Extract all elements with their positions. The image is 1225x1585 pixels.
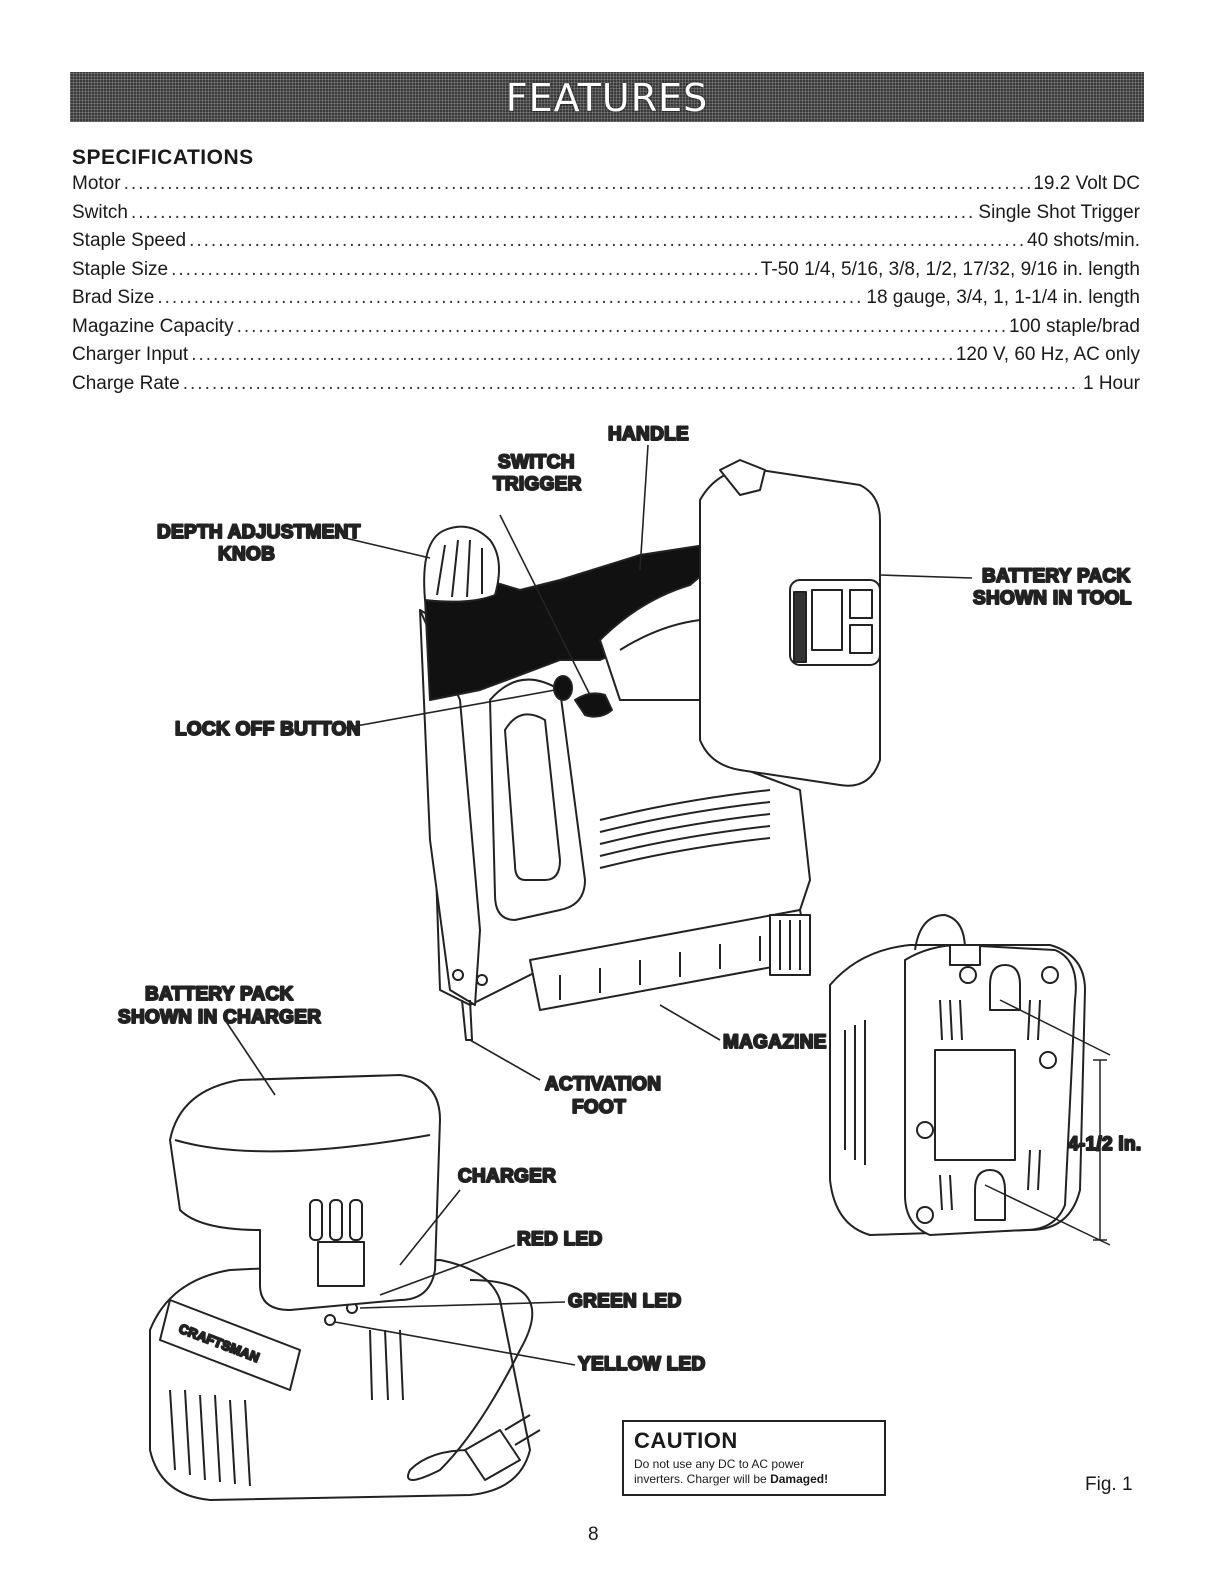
spec-value: 19.2 Volt DC <box>1033 173 1140 194</box>
front-panel-inset <box>504 713 561 881</box>
features-banner: FEATURES <box>70 72 1144 122</box>
lock-off-button-label: LOCK OFF BUTTON <box>175 719 361 740</box>
handle-label: HANDLE <box>608 424 689 445</box>
spec-row: Charge Rate 1 Hour <box>72 373 1140 402</box>
spec-label: Brad Size <box>72 287 155 308</box>
spec-leader-dots <box>131 202 975 224</box>
yellow-led-label: YELLOW LED <box>578 1354 706 1375</box>
depth-adjustment-knob <box>423 525 500 603</box>
spec-leader-dots <box>191 344 953 366</box>
specifications-heading: SPECIFICATIONS <box>72 146 254 169</box>
spec-label: Charger Input <box>72 344 189 365</box>
spec-row: Staple Size T-50 1/4, 5/16, 3/8, 1/2, 17… <box>72 259 1140 288</box>
lock-off-button <box>553 675 573 701</box>
charger-side-ribs <box>844 999 1041 1211</box>
activation-foot-label-line2: FOOT <box>572 1097 626 1118</box>
stapler-illustration <box>419 459 881 1041</box>
battery-pack-in-charger <box>169 1074 441 1311</box>
features-illustration: CRAFTSMAN <box>117 423 1142 1501</box>
power-cord <box>407 1279 534 1481</box>
battery-pack-charger-label: BATTERY PACK <box>145 984 294 1005</box>
charger-bottom-view <box>829 914 1111 1246</box>
activation-foot-label: ACTIVATION <box>545 1074 661 1095</box>
spec-value: 100 staple/brad <box>1009 315 1140 337</box>
caution-emphasis: Damaged! <box>770 1472 829 1486</box>
magazine-label: MAGAZINE <box>723 1032 827 1053</box>
activation-foot <box>461 999 473 1041</box>
spec-row: Magazine Capacity 100 staple/brad <box>72 316 1140 345</box>
spec-label: Magazine Capacity <box>72 315 234 337</box>
caution-title: CAUTION <box>634 1428 738 1453</box>
banner-title: FEATURES <box>505 76 709 120</box>
spec-value: 120 V, 60 Hz, AC only <box>955 344 1140 365</box>
depth-adjustment-knob-label: DEPTH ADJUSTMENT <box>157 522 361 543</box>
spec-leader-dots <box>124 173 1031 195</box>
spec-leader-dots <box>183 373 1080 395</box>
power-plug <box>464 1414 541 1481</box>
spec-value: 18 gauge, 3/4, 1, 1-1/4 in. length <box>866 287 1140 308</box>
spec-label: Staple Speed <box>72 230 187 251</box>
caution-line-2-text: inverters. Charger will be <box>634 1472 771 1486</box>
caution-line-2: inverters. Charger will be Damaged! <box>634 1472 874 1487</box>
spec-value: T-50 1/4, 5/16, 3/8, 1/2, 17/32, 9/16 in… <box>760 258 1140 280</box>
vent-slots <box>599 789 771 869</box>
spec-row: Staple Speed 40 shots/min. <box>72 230 1140 259</box>
magazine <box>529 909 811 1011</box>
spec-row: Charger Input 120 V, 60 Hz, AC only <box>72 344 1140 373</box>
spec-label: Staple Size <box>72 258 169 280</box>
switch-trigger-label: SWITCH <box>498 452 575 473</box>
red-led-label: RED LED <box>517 1229 603 1250</box>
dimension-lines <box>984 999 1111 1246</box>
spec-row: Motor 19.2 Volt DC <box>72 173 1140 202</box>
charger-label-plate <box>934 1049 1016 1161</box>
switch-trigger <box>574 692 613 718</box>
caution-text: Do not use any DC to AC power inverters.… <box>634 1457 874 1487</box>
caution-box: CAUTION Do not use any DC to AC power in… <box>622 1420 886 1496</box>
battery-pack-charger-label-line2: SHOWN IN CHARGER <box>118 1007 321 1028</box>
figure-label: Fig. 1 <box>1085 1474 1133 1495</box>
spec-label: Switch <box>72 201 128 223</box>
battery-pack-tool-label-line2: SHOWN IN TOOL <box>973 588 1132 609</box>
callout-leader-lines <box>224 444 973 1366</box>
switch-trigger-label-line2: TRIGGER <box>493 474 582 495</box>
caution-line-1: Do not use any DC to AC power <box>634 1457 805 1471</box>
spec-leader-dots <box>189 230 1024 252</box>
charger-label: CHARGER <box>458 1166 556 1187</box>
spec-label: Motor <box>72 173 121 194</box>
spec-value: Single Shot Trigger <box>978 201 1140 223</box>
green-led-label: GREEN LED <box>568 1291 682 1312</box>
battery-pack-tool-label: BATTERY PACK <box>982 566 1131 587</box>
spec-row: Brad Size 18 gauge, 3/4, 1, 1-1/4 in. le… <box>72 287 1140 316</box>
spec-leader-dots <box>237 316 1006 338</box>
spec-label: Charge Rate <box>72 372 180 394</box>
spec-value: 1 Hour <box>1082 372 1140 394</box>
charger-base <box>149 1259 531 1501</box>
charger-ribs <box>169 1329 404 1487</box>
charger-with-battery-illustration: CRAFTSMAN <box>149 1074 541 1501</box>
dimension-label: 4-1/2 in. <box>1068 1134 1141 1155</box>
specifications-list: Motor 19.2 Volt DC Switch Single Shot Tr… <box>72 173 1140 401</box>
depth-adjustment-knob-label-line2: KNOB <box>218 544 275 565</box>
spec-value: 40 shots/min. <box>1027 230 1140 251</box>
battery-pack-in-tool <box>699 459 881 787</box>
stapler-nose <box>419 609 481 1006</box>
spec-leader-dots <box>157 287 863 309</box>
spec-row: Switch Single Shot Trigger <box>72 202 1140 231</box>
page-number: 8 <box>588 1524 599 1545</box>
yellow-led <box>324 1314 336 1326</box>
spec-leader-dots <box>171 259 758 281</box>
